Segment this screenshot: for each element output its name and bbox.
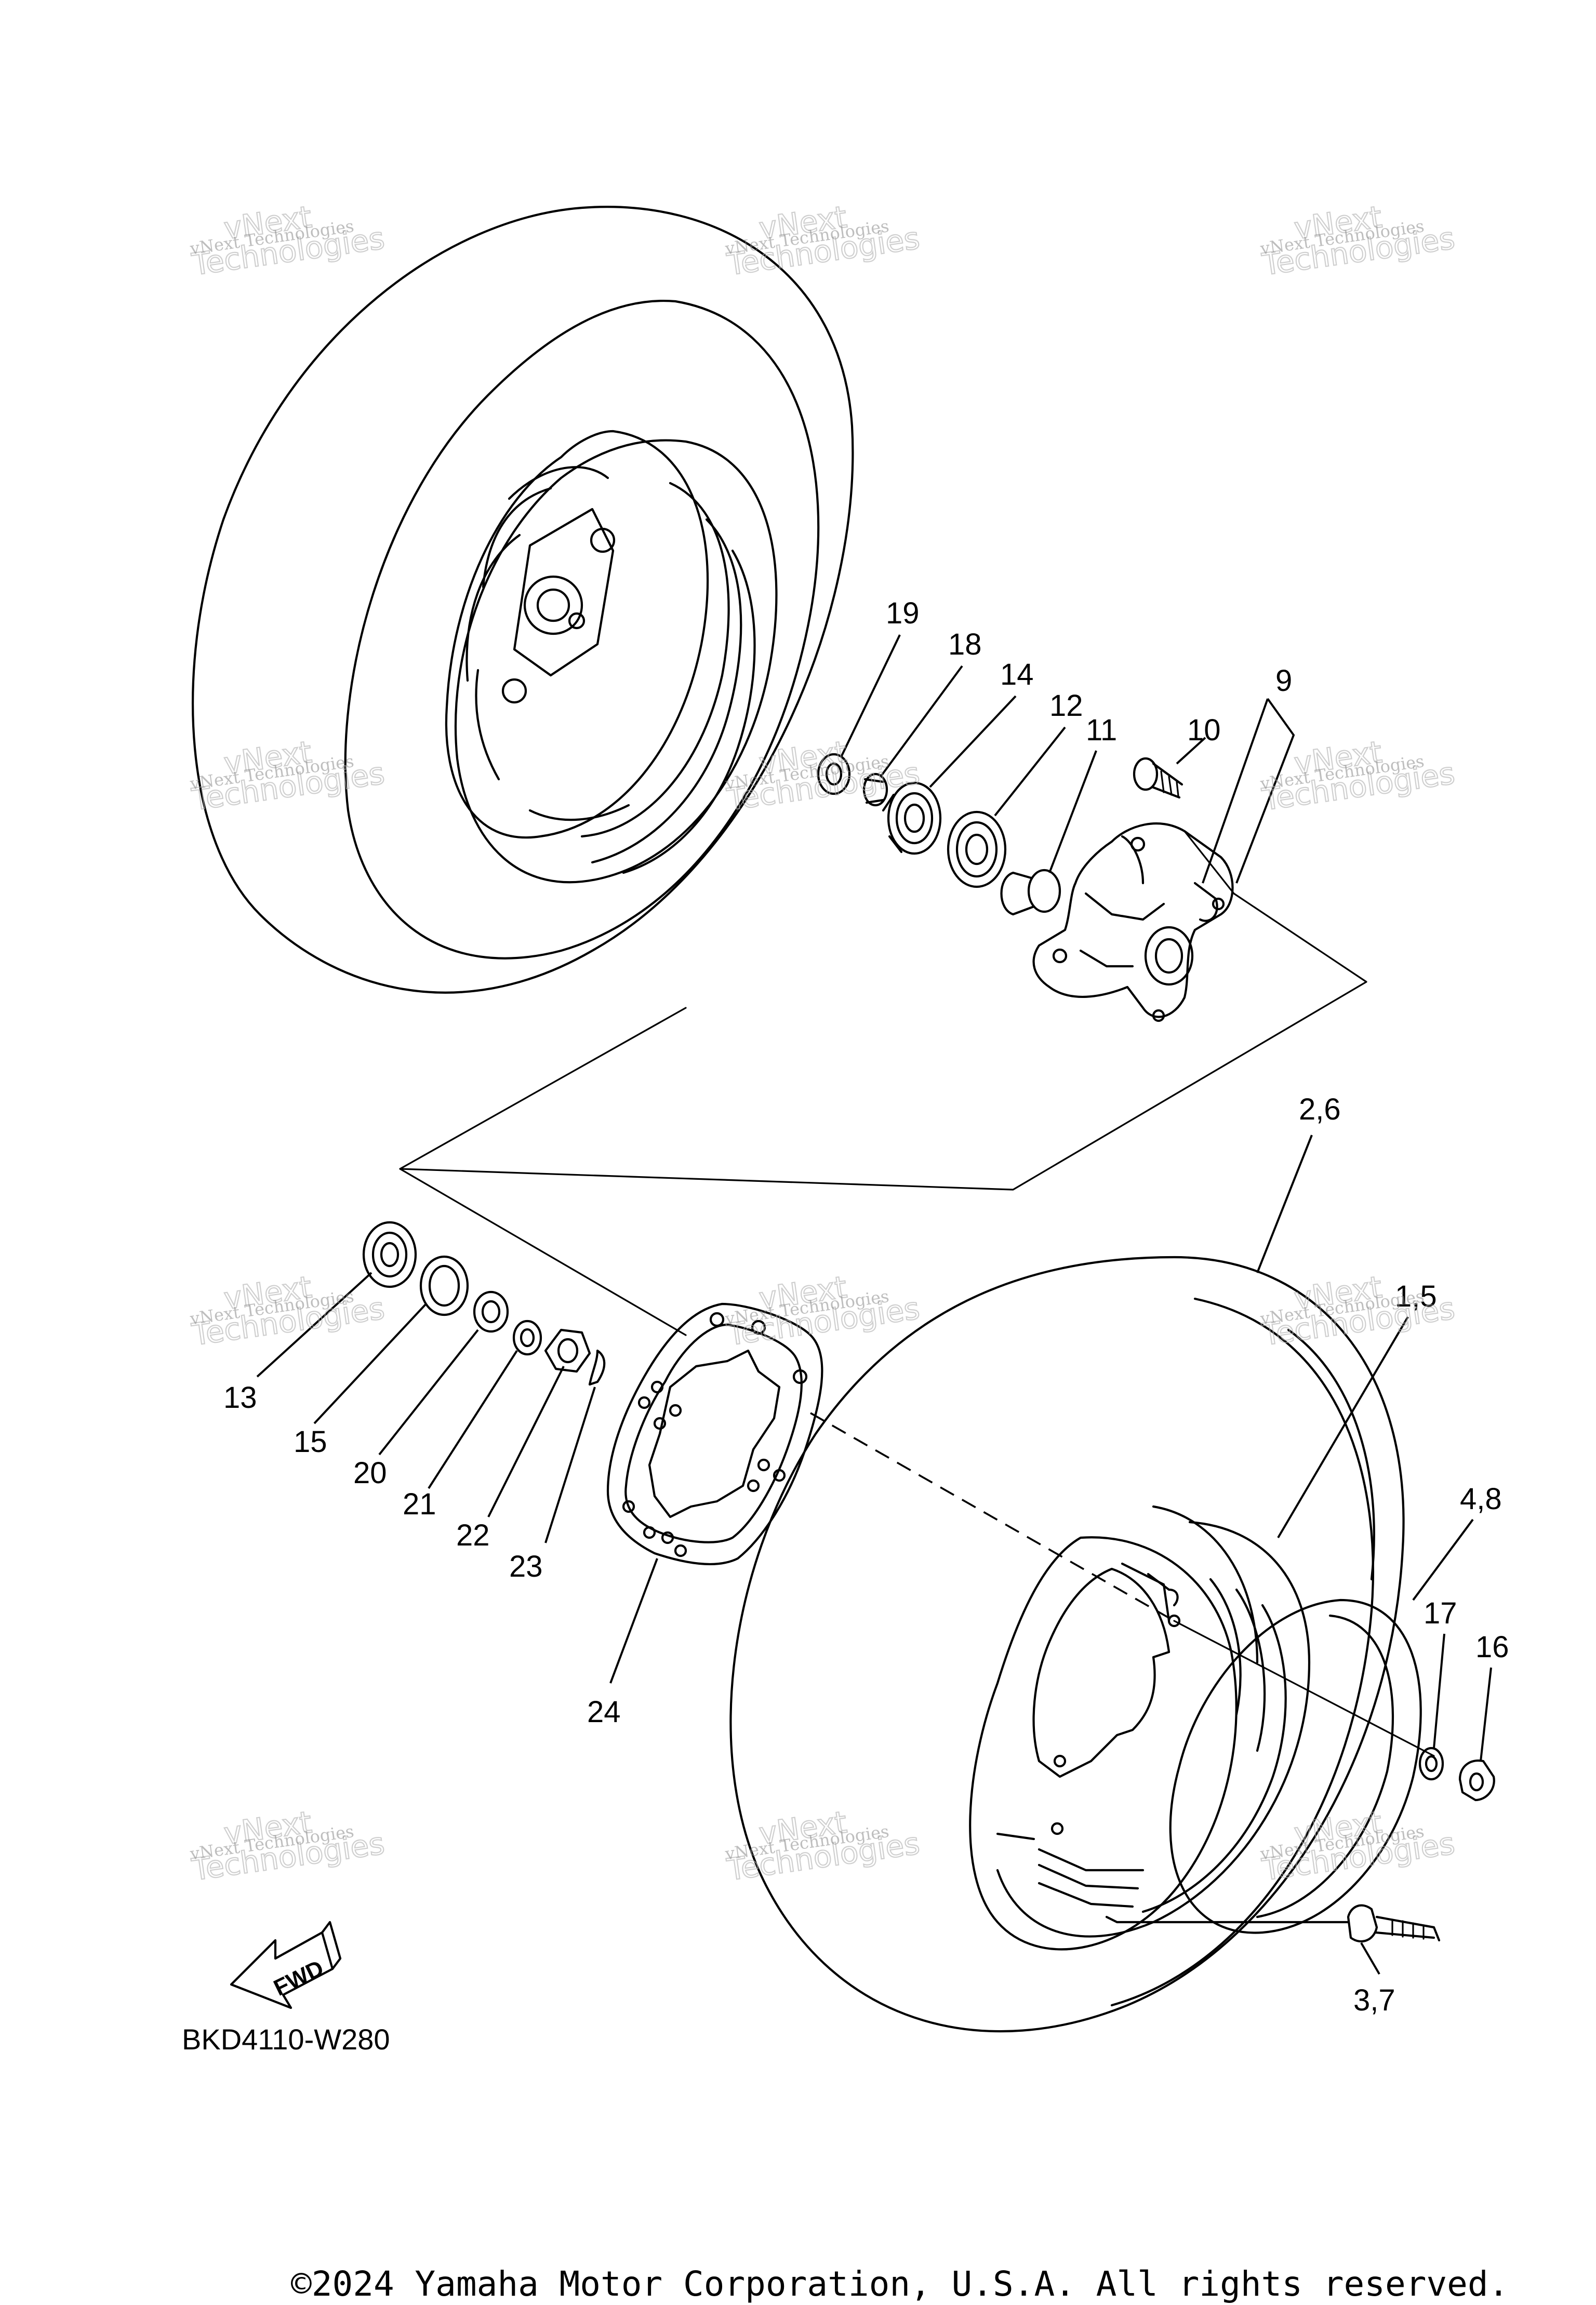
watermarks: Technologies vNext vNext Technologies Te… <box>189 198 1458 1888</box>
callout-12: 12 <box>1049 689 1083 723</box>
alignment-lines <box>399 830 1435 1757</box>
callout-16: 16 <box>1475 1630 1509 1664</box>
callout-labels: 19 18 14 12 11 10 9 2,6 1,5 4,8 17 16 3,… <box>223 596 1509 2017</box>
callout-2-6: 2,6 <box>1299 1092 1341 1126</box>
callout-11: 11 <box>1086 713 1117 747</box>
callout-10: 10 <box>1187 713 1221 747</box>
callout-1-5: 1,5 <box>1395 1280 1437 1313</box>
watermark: Technologies vNext vNext Technologies <box>189 734 388 818</box>
lower-tire-assembly <box>729 1256 1495 2033</box>
callout-22: 22 <box>456 1518 490 1552</box>
lower-left-parts <box>362 1221 823 1566</box>
upper-tire-assembly <box>192 206 854 994</box>
callout-17: 17 <box>1424 1596 1457 1630</box>
callout-18: 18 <box>948 628 982 661</box>
callout-4-8: 4,8 <box>1460 1482 1502 1516</box>
callout-3-7: 3,7 <box>1353 1983 1395 2017</box>
fwd-arrow-icon: FWD <box>230 1921 342 2009</box>
callout-14: 14 <box>1000 658 1034 691</box>
diagram-code: BKD4110-W280 <box>182 2023 390 2056</box>
callout-19: 19 <box>886 596 920 630</box>
watermark: Technologies vNext vNext Technologies <box>1259 1269 1458 1353</box>
watermark: Technologies vNext vNext Technologies <box>724 1804 923 1888</box>
callout-9: 9 <box>1275 664 1292 698</box>
copyright-notice: ©2024 Yamaha Motor Corporation, U.S.A. A… <box>291 2264 1509 2304</box>
watermark: Technologies vNext vNext Technologies <box>189 198 388 283</box>
watermark: Technologies vNext vNext Technologies <box>1259 734 1458 818</box>
callout-21: 21 <box>403 1487 436 1521</box>
watermark: Technologies vNext vNext Technologies <box>724 198 923 283</box>
callout-20: 20 <box>353 1456 387 1490</box>
watermark: Technologies vNext vNext Technologies <box>1259 198 1458 283</box>
callout-13: 13 <box>223 1381 257 1415</box>
watermark: Technologies vNext vNext Technologies <box>724 1269 923 1353</box>
callout-23: 23 <box>509 1550 543 1583</box>
leader-lines <box>256 634 1492 1975</box>
callout-15: 15 <box>294 1425 327 1459</box>
callout-24: 24 <box>587 1695 621 1729</box>
upper-hub-parts <box>817 753 1234 1022</box>
watermark: Technologies vNext vNext Technologies <box>1259 1804 1458 1888</box>
watermark: Technologies vNext vNext Technologies <box>189 1804 388 1888</box>
watermark: Technologies vNext vNext Technologies <box>189 1269 388 1353</box>
